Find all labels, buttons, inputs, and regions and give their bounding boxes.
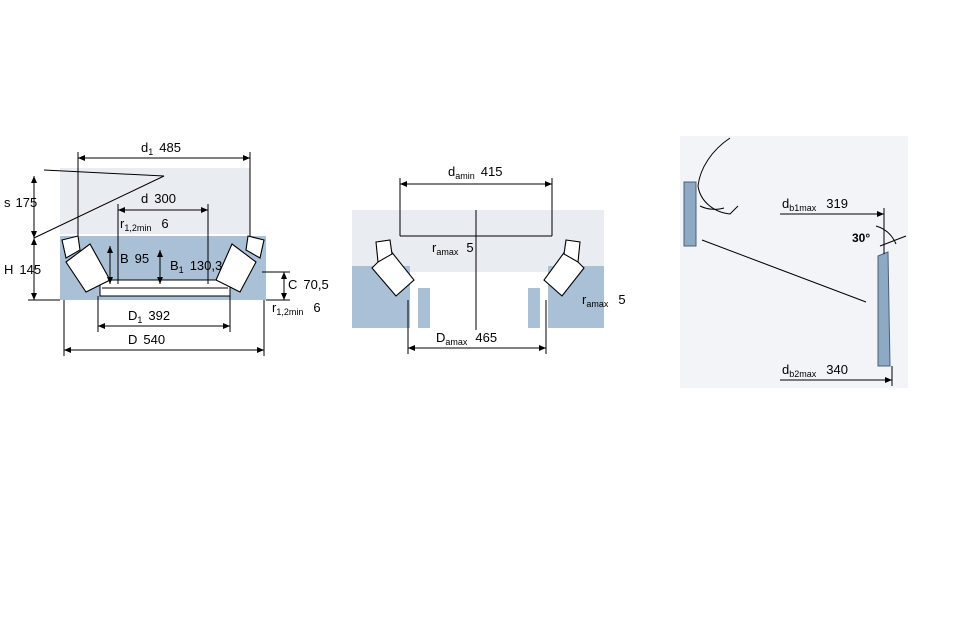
construction-line bbox=[43, 169, 165, 177]
construction-line bbox=[33, 175, 165, 239]
angle-line bbox=[879, 235, 907, 247]
cage-right bbox=[245, 235, 265, 259]
cage-left bbox=[375, 239, 393, 263]
cage-left bbox=[61, 235, 81, 259]
cage-right bbox=[563, 239, 581, 263]
shaft-right bbox=[528, 288, 540, 328]
angle-label: 30° bbox=[852, 231, 870, 245]
shaft-wall-right bbox=[877, 251, 891, 367]
angle-arc bbox=[875, 225, 897, 245]
background-shade bbox=[60, 168, 250, 234]
contour-curve bbox=[699, 205, 725, 210]
roller-right bbox=[215, 243, 257, 293]
contour-curve bbox=[697, 137, 739, 215]
housing-wall-left bbox=[683, 181, 697, 247]
background-shade bbox=[680, 136, 908, 388]
contact-line bbox=[701, 239, 867, 303]
shaft-left bbox=[418, 288, 430, 328]
